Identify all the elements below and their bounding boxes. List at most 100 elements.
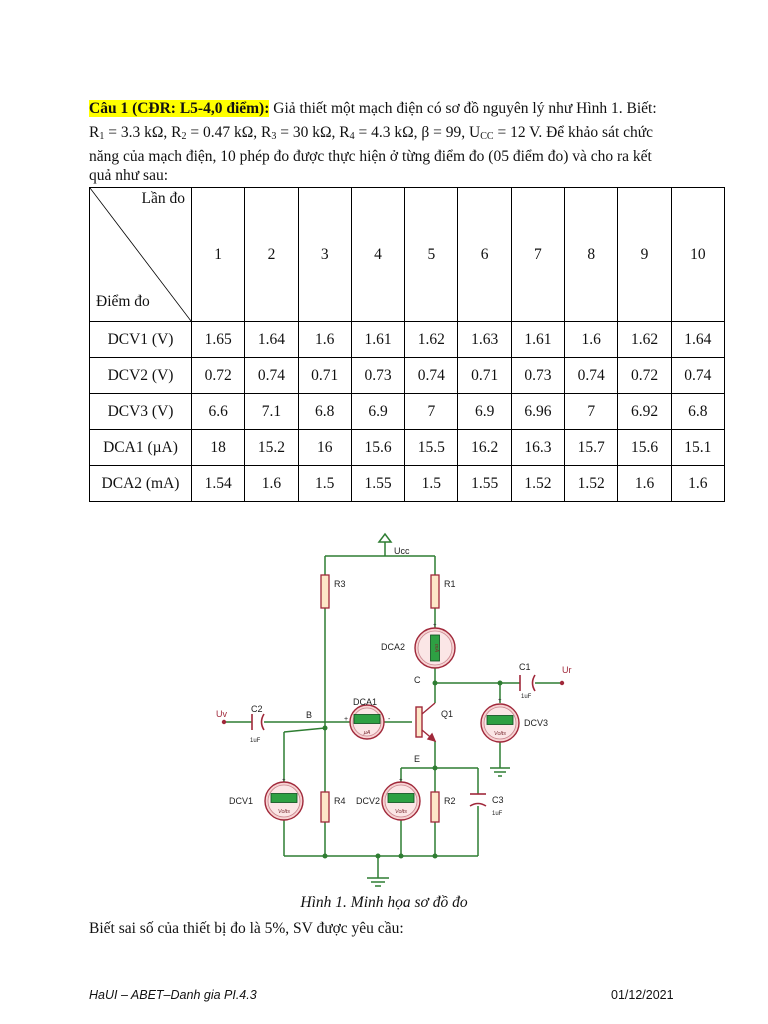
table-cell: 0.73 bbox=[510, 357, 566, 394]
label-dcv3: DCV3 bbox=[524, 718, 548, 728]
table-cell: 1.6 bbox=[670, 465, 726, 502]
table-cell: 16.2 bbox=[457, 429, 512, 466]
sign-dca1-plus: + bbox=[344, 716, 348, 723]
meter-dcv1: Volts bbox=[264, 781, 304, 821]
ground-symbols bbox=[367, 767, 510, 887]
table-cell: 1.55 bbox=[457, 465, 512, 502]
param-r3: 30 kΩ bbox=[292, 124, 332, 141]
meter-dcv3: Volts bbox=[480, 703, 520, 743]
label-dca2: DCA2 bbox=[381, 642, 405, 652]
circuit-wires bbox=[224, 542, 562, 878]
label-c3-value: 1uF bbox=[492, 811, 503, 817]
label-r1: R1 bbox=[444, 579, 456, 589]
table-cell: 15.2 bbox=[244, 429, 299, 466]
resistor-r2 bbox=[430, 791, 440, 823]
question-line-2: R1 = 3.3 kΩ, R2 = 0.47 kΩ, R3 = 30 kΩ, R… bbox=[89, 124, 654, 142]
column-header-5: 5 bbox=[404, 187, 459, 322]
table-corner-cell: Lần đo Điểm đo bbox=[89, 187, 192, 322]
label-node-b: B bbox=[306, 710, 312, 720]
resistor-r1 bbox=[430, 574, 440, 609]
corner-diagonal bbox=[90, 188, 191, 321]
table-cell: 6.92 bbox=[617, 393, 672, 430]
label-r3: R3 bbox=[334, 579, 346, 589]
sign-dcv3-plus: + bbox=[498, 698, 502, 704]
table-cell: 1.62 bbox=[404, 321, 459, 358]
table-cell: 0.73 bbox=[350, 357, 406, 394]
param-ucc: 12 V bbox=[510, 124, 539, 141]
table-cell: 6.9 bbox=[350, 393, 406, 430]
label-c3: C3 bbox=[492, 795, 504, 805]
footer-left: HaUI – ABET–Danh gia PI.4.3 bbox=[89, 988, 257, 1002]
sign-dcv1-plus: + bbox=[282, 778, 286, 784]
table-cell: 0.74 bbox=[404, 357, 459, 394]
ucc-arrow bbox=[377, 532, 393, 543]
param-r1: 3.3 kΩ bbox=[120, 124, 164, 141]
sign-dca2-plus: + bbox=[433, 623, 437, 629]
table-cell: 1.52 bbox=[510, 465, 566, 502]
column-header-6: 6 bbox=[457, 187, 512, 322]
table-cell: 1.6 bbox=[244, 465, 299, 502]
meter-unit-label: Volts bbox=[494, 731, 506, 737]
table-cell: 6.9 bbox=[457, 393, 512, 430]
row-label: DCV1 (V) bbox=[89, 321, 192, 358]
column-header-3: 3 bbox=[297, 187, 352, 322]
meter-unit-label: mA bbox=[433, 644, 439, 653]
table-cell: 1.55 bbox=[350, 465, 406, 502]
row-label: DCV2 (V) bbox=[89, 357, 192, 394]
label-dca1: DCA1 bbox=[353, 697, 377, 707]
meter-dca2: mA bbox=[414, 627, 456, 669]
label-r4: R4 bbox=[334, 796, 346, 806]
table-cell: 0.74 bbox=[670, 357, 726, 394]
label-dcv1: DCV1 bbox=[229, 796, 253, 806]
table-cell: 0.71 bbox=[297, 357, 352, 394]
meter-unit-label: Volts bbox=[395, 809, 407, 815]
meter-unit-label: µA bbox=[364, 730, 371, 736]
column-header-9: 9 bbox=[617, 187, 672, 322]
table-cell: 1.6 bbox=[297, 321, 352, 358]
label-c2: C2 bbox=[251, 704, 263, 714]
table-cell: 15.5 bbox=[404, 429, 459, 466]
question-line-1: Câu 1 (CĐR: L5-4,0 điểm): Giả thiết một … bbox=[89, 97, 699, 121]
column-header-1: 1 bbox=[190, 187, 246, 322]
row-label: DCA1 (µA) bbox=[89, 429, 192, 466]
sign-dcv2-plus: + bbox=[399, 778, 403, 784]
table-cell: 1.61 bbox=[510, 321, 566, 358]
question-intro: Giả thiết một mạch điện có sơ đồ nguyên … bbox=[269, 100, 657, 117]
label-c2-value: 1uF bbox=[250, 738, 261, 744]
label-ucc: Ucc bbox=[394, 546, 410, 556]
label-r2: R2 bbox=[444, 796, 456, 806]
table-cell: 0.72 bbox=[617, 357, 672, 394]
table-cell: 1.54 bbox=[190, 465, 246, 502]
table-cell: 6.8 bbox=[670, 393, 726, 430]
footer-right: 01/12/2021 bbox=[611, 988, 674, 1002]
table-cell: 15.1 bbox=[670, 429, 726, 466]
question-label: Câu 1 (CĐR: L5-4,0 điểm): bbox=[89, 100, 270, 117]
resistor-r3 bbox=[320, 574, 330, 609]
column-header-2: 2 bbox=[244, 187, 299, 322]
column-header-4: 4 bbox=[350, 187, 406, 322]
table-cell: 1.52 bbox=[564, 465, 619, 502]
table-cell: 15.7 bbox=[564, 429, 619, 466]
table-cell: 1.62 bbox=[617, 321, 672, 358]
table-cell: 1.6 bbox=[564, 321, 619, 358]
table-cell: 6.6 bbox=[190, 393, 246, 430]
table-cell: 7.1 bbox=[244, 393, 299, 430]
resistor-r4 bbox=[320, 791, 330, 823]
table-cell: 15.6 bbox=[350, 429, 406, 466]
corner-bottom-label: Điểm đo bbox=[96, 293, 150, 310]
label-dcv2: DCV2 bbox=[356, 796, 380, 806]
column-header-7: 7 bbox=[510, 187, 566, 322]
param-beta: β = 99 bbox=[421, 124, 462, 141]
figure-caption: Hình 1. Minh họa sơ đồ đo bbox=[300, 894, 468, 911]
corner-top-label: Lần đo bbox=[141, 190, 185, 207]
sign-dca1-minus: - bbox=[388, 716, 391, 723]
label-node-c: C bbox=[414, 675, 421, 685]
table-cell: 1.64 bbox=[670, 321, 726, 358]
